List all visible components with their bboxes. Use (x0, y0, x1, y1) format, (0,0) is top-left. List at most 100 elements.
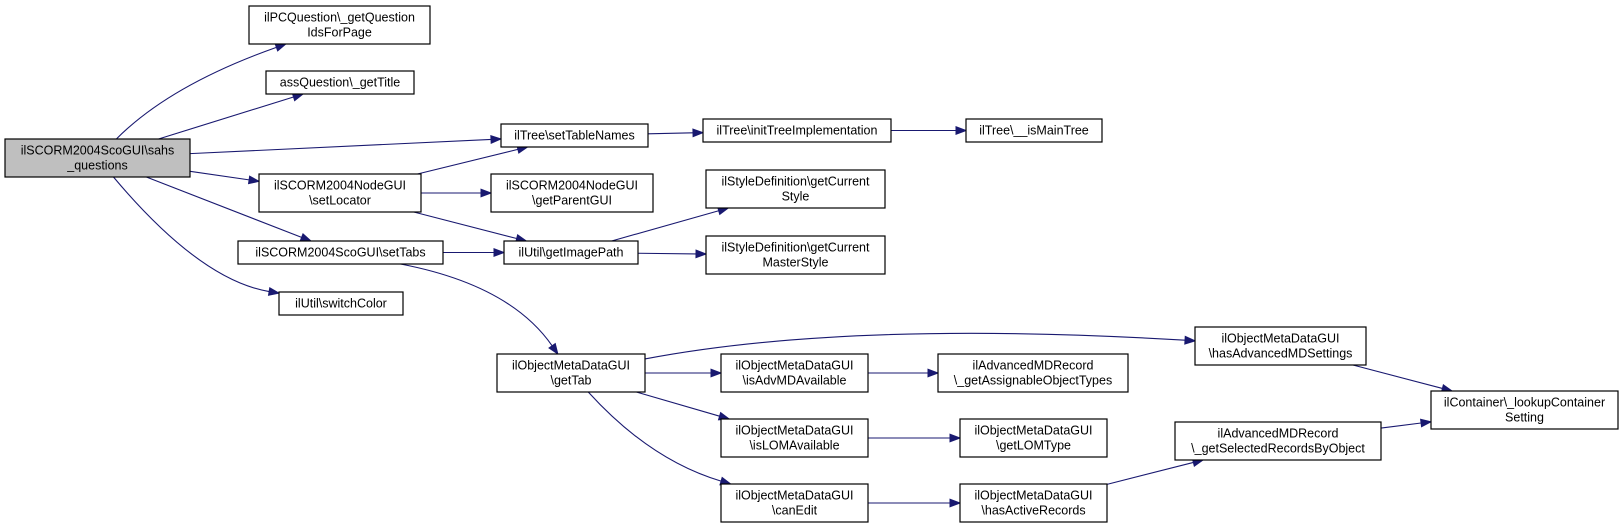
node-label-line: \hasAdvancedMDSettings (1209, 347, 1353, 361)
node-util-sc[interactable]: ilUtil\switchColor (278, 291, 404, 316)
edge-line (644, 332, 1186, 360)
node-label-line: ilUtil\switchColor (295, 297, 387, 311)
edge-line (413, 211, 517, 240)
node-label-line: ilTree\setTableNames (514, 129, 634, 143)
node-box (1174, 421, 1382, 461)
node-omd-ila[interactable]: ilObjectMetaDataGUI\isLOMAvailable (720, 418, 869, 458)
edge-arrowhead (493, 247, 506, 258)
edge-root-to-util_sc (113, 176, 281, 296)
edge-line (1380, 422, 1422, 429)
node-label-line: assQuestion\_getTitle (280, 76, 400, 90)
node-tree-imt[interactable]: ilTree\__isMainTree (965, 118, 1103, 143)
edge-arrowhead (695, 249, 708, 259)
node-box (705, 169, 886, 209)
edge-arrowhead (949, 433, 962, 443)
edge-line (1352, 364, 1443, 389)
edge-line (587, 391, 722, 482)
edge-omd_gettab-to-omd_hams (644, 332, 1197, 360)
edge-arrowhead (267, 286, 281, 296)
edge-arrowhead (247, 175, 261, 185)
edge-arrowhead (710, 368, 723, 378)
node-omd-har[interactable]: ilObjectMetaDataGUI\hasActiveRecords (959, 483, 1108, 523)
edge-line (1106, 461, 1194, 485)
node-box (720, 483, 869, 523)
edge-line (113, 176, 270, 293)
node-amd-gsrbo[interactable]: ilAdvancedMDRecord\_getSelectedRecordsBy… (1174, 421, 1382, 461)
edge-line (158, 96, 294, 140)
node-omd-iama[interactable]: ilObjectMetaDataGUI\isAdvMDAvailable (720, 353, 869, 393)
edge-omd_gettab-to-omd_ce (587, 391, 733, 486)
node-node-setloc[interactable]: ilSCORM2004NodeGUI\setLocator (258, 173, 422, 213)
edge-line (636, 391, 720, 417)
node-sco-settabs[interactable]: ilSCORM2004ScoGUI\setTabs (237, 240, 444, 265)
edges-layer (113, 43, 1454, 508)
edge-line (146, 176, 302, 238)
edge-line (417, 148, 519, 175)
edge-omd_iama-to-amd_gaot (868, 368, 940, 378)
node-box (965, 118, 1103, 143)
node-box (702, 118, 892, 143)
node-box (705, 235, 886, 275)
node-label-line: IdsForPage (307, 26, 372, 40)
edge-omd_har-to-amd_gsrbo (1106, 458, 1205, 485)
node-root[interactable]: ilSCORM2004ScoGUI\sahs_questions (4, 138, 191, 178)
node-label-line: ilObjectMetaDataGUI (974, 424, 1092, 438)
node-box (1430, 390, 1619, 430)
node-label-line: \setLocator (309, 194, 371, 208)
node-box (237, 240, 444, 265)
node-label-line: \hasActiveRecords (981, 504, 1085, 518)
node-label-line: \_getAssignableObjectTypes (954, 374, 1112, 388)
node-label-line: ilObjectMetaDataGUI (974, 489, 1092, 503)
edge-arrowhead (1420, 418, 1433, 428)
node-amd-gaot[interactable]: ilAdvancedMDRecord\_getAssignableObjectT… (937, 353, 1129, 393)
edge-line (115, 46, 277, 140)
node-label-line: ilAdvancedMDRecord (1218, 427, 1339, 441)
edge-node_setloc-to-tree_stn (417, 145, 529, 175)
edge-line (611, 210, 719, 242)
edge-arrowhead (955, 125, 968, 136)
node-box (265, 70, 415, 95)
node-label-line: \getTab (550, 374, 591, 388)
node-label-line: ilTree\initTreeImplementation (717, 124, 878, 138)
node-omd-gettab[interactable]: ilObjectMetaDataGUI\getTab (496, 353, 646, 393)
node-label-line: Setting (1505, 411, 1544, 425)
node-label-line: ilObjectMetaDataGUI (512, 359, 630, 373)
edge-arrowhead (480, 188, 493, 198)
node-label-line: ilStyleDefinition\getCurrent (722, 241, 871, 255)
node-box (959, 483, 1108, 523)
node-box (278, 291, 404, 316)
node-label-line: ilObjectMetaDataGUI (735, 359, 853, 373)
edge-line (637, 252, 697, 255)
node-label-line: ilPCQuestion\_getQuestion (264, 11, 415, 25)
node-box (503, 240, 639, 265)
node-tree-iti[interactable]: ilTree\initTreeImplementation (702, 118, 892, 143)
node-label-line: ilAdvancedMDRecord (973, 359, 1094, 373)
node-omd-hams[interactable]: ilObjectMetaDataGUI\hasAdvancedMDSetting… (1194, 326, 1367, 366)
node-node-gpg[interactable]: ilSCORM2004NodeGUI\getParentGUI (490, 173, 654, 213)
edge-root-to-assq (158, 92, 305, 140)
node-label-line: ilStyleDefinition\getCurrent (722, 175, 871, 189)
edge-root-to-tree_stn (189, 134, 503, 155)
node-box (959, 418, 1108, 458)
edge-tree_iti-to-tree_imt (891, 125, 968, 136)
node-label-line: ilSCORM2004NodeGUI (506, 179, 638, 193)
node-tree-stn[interactable]: ilTree\setTableNames (500, 123, 649, 148)
edge-arrowhead (299, 232, 313, 242)
node-omd-glt[interactable]: ilObjectMetaDataGUI\getLOMType (959, 418, 1108, 458)
edge-sco_settabs-to-util_gip (443, 247, 506, 258)
node-util-gip[interactable]: ilUtil\getImagePath (503, 240, 639, 265)
node-assq[interactable]: assQuestion\_getTitle (265, 70, 415, 95)
node-label-line: \getParentGUI (532, 194, 612, 208)
edge-node_setloc-to-node_gpg (421, 188, 493, 198)
node-label-line: ilContainer\_lookupContainer (1444, 396, 1605, 410)
node-box (4, 138, 191, 178)
node-omd-ce[interactable]: ilObjectMetaDataGUI\canEdit (720, 483, 869, 523)
edge-arrowhead (490, 134, 503, 144)
nodes-layer: ilSCORM2004ScoGUI\sahs_questions ilPCQues… (4, 5, 1619, 523)
node-label-line: ilUtil\getImagePath (519, 246, 624, 260)
